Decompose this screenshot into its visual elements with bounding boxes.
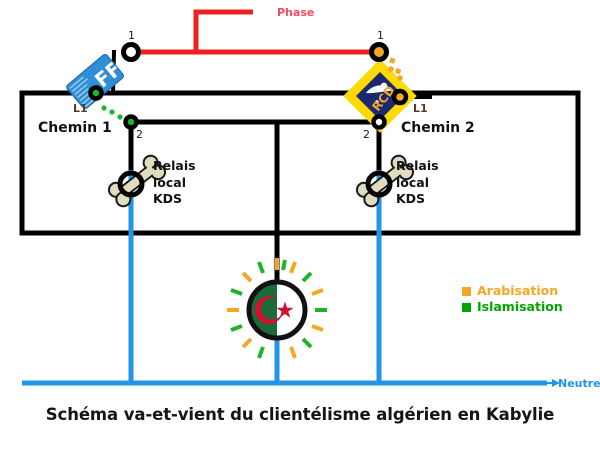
legend-swatch-islamisation: [462, 302, 471, 312]
legend-label-islamisation: Islamisation: [477, 298, 563, 314]
flag-green-half: [249, 282, 277, 338]
outer-rectangle: [19, 90, 581, 236]
node-left-1[interactable]: [121, 42, 141, 62]
bone-shaft-fill: [366, 165, 404, 197]
node-label-right-l1: L1: [413, 102, 428, 115]
orange-dot: [388, 66, 394, 72]
node-right-1[interactable]: [369, 42, 389, 62]
green-dot: [117, 114, 123, 120]
phase-label: Phase: [277, 6, 315, 19]
bone-icon-right: [355, 154, 415, 208]
relais-label-left: Relais local KDS: [153, 158, 196, 207]
path-label-chemin-1: Chemin 1: [38, 120, 112, 136]
phase-line-group: [131, 9, 379, 55]
emblem-ring: [246, 279, 308, 341]
bone-shaft-fill: [118, 165, 156, 197]
rcd-logo-dot-lower: [375, 100, 379, 104]
diagram-caption: Schéma va-et-vient du clientélisme algér…: [45, 405, 555, 424]
neutral-arrow-head: [552, 379, 560, 387]
node-left-2[interactable]: [123, 114, 139, 130]
green-dot: [101, 105, 107, 111]
legend-label-arabisation: Arabisation: [477, 282, 559, 298]
relais-label-right: Relais local KDS: [396, 158, 439, 207]
orange-dot: [397, 75, 403, 81]
neutral-blue-lines: [22, 170, 547, 386]
node-label-right-2: 2: [363, 128, 370, 141]
node-label-left-2: 2: [136, 128, 143, 141]
legend-swatch-arabisation: [462, 286, 471, 296]
islamisation-dotted-path: [101, 105, 123, 120]
relais-ring-right[interactable]: [365, 170, 393, 198]
bone-knob: [150, 164, 167, 181]
flag-star: [276, 301, 294, 318]
bone-icon-left: [107, 154, 167, 208]
neutre-label: Neutre: [558, 377, 600, 390]
arabisation-dotted-path: [388, 66, 403, 81]
node-label-right-1: 1: [377, 29, 384, 42]
emblem-rays: [227, 258, 327, 359]
ffs-logo-border: [66, 53, 125, 110]
rcd-logo-inner-diamond: [355, 71, 405, 121]
node-right-2[interactable]: [371, 114, 387, 130]
rcd-logo-sparkles: [389, 57, 402, 75]
flag-crescent: [255, 295, 283, 324]
legend: Arabisation Islamisation: [462, 283, 563, 315]
phase-branch-line: [193, 9, 253, 52]
ffs-logo: FFS: [66, 47, 137, 110]
node-left-l1[interactable]: [88, 85, 104, 101]
green-dot: [109, 109, 115, 115]
legend-item-arabisation: Arabisation: [462, 283, 563, 299]
algeria-emblem: [227, 258, 327, 359]
rcd-logo: RCD: [343, 57, 417, 133]
node-label-left-l1: L1: [73, 102, 88, 115]
relais-ring-left[interactable]: [117, 170, 145, 198]
node-right-l1[interactable]: [391, 88, 409, 106]
bone-knob: [398, 164, 415, 181]
node-label-left-1: 1: [128, 29, 135, 42]
path-label-chemin-2: Chemin 2: [401, 120, 475, 136]
legend-item-islamisation: Islamisation: [462, 299, 563, 315]
rcd-logo-dot-upper: [380, 82, 388, 90]
